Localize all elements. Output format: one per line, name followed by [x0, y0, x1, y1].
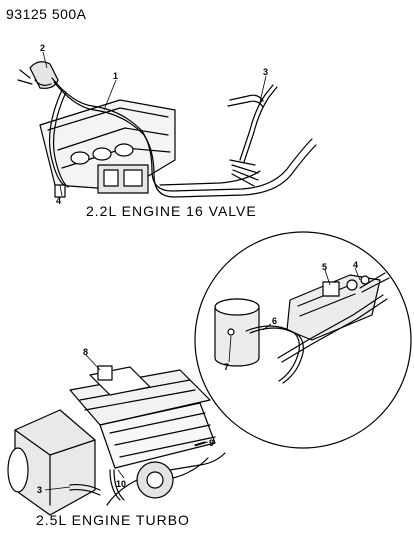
- callout-9: 9: [209, 438, 214, 448]
- callout-4-top: 4: [56, 196, 61, 206]
- detail-circle: [194, 231, 412, 449]
- callout-1: 1: [113, 71, 118, 81]
- engine-2-2l-illustration: [17, 61, 317, 198]
- callout-2: 2: [40, 43, 45, 53]
- document-id: 93125 500A: [6, 6, 87, 22]
- callout-5: 5: [322, 262, 327, 272]
- callout-leaders: [42, 51, 361, 491]
- callout-6: 6: [272, 316, 277, 326]
- callout-7: 7: [224, 362, 229, 372]
- callout-3-top: 3: [263, 67, 268, 77]
- callout-3-bottom: 3: [37, 485, 42, 495]
- callout-labels: 1 2 3 4 5 4 6 7 8 9 10 3: [37, 43, 358, 495]
- callout-4-detail: 4: [353, 260, 358, 270]
- callout-10: 10: [116, 479, 126, 489]
- caption-2-2l-engine: 2.2L ENGINE 16 VALVE: [86, 203, 257, 219]
- callout-8: 8: [83, 347, 88, 357]
- caption-2-5l-engine: 2.5L ENGINE TURBO: [36, 512, 190, 528]
- engine-2-5l-illustration: [7, 365, 226, 516]
